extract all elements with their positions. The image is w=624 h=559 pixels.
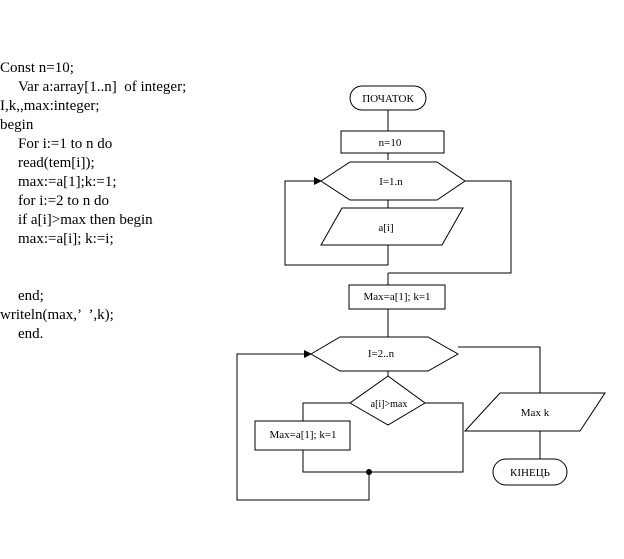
loop1-return-line bbox=[284, 177, 388, 266]
condition-no-line bbox=[369, 402, 464, 473]
junction-dot bbox=[366, 469, 372, 475]
loop1-exit-line bbox=[388, 180, 512, 274]
code-line-13: end; bbox=[18, 288, 44, 304]
code-line-3: I,k,,max:integer; bbox=[0, 98, 100, 114]
start-label: ПОЧАТОК bbox=[362, 93, 414, 105]
loop2-label: I=2..n bbox=[368, 348, 395, 360]
loop1-label: I=1.n bbox=[379, 176, 403, 188]
code-line-10: max:=a[i]; k:=i; bbox=[18, 231, 114, 247]
init-n-process bbox=[340, 130, 445, 154]
start-terminator bbox=[349, 85, 427, 111]
code-line-14: writeln(max,’ ’,k); bbox=[0, 307, 114, 323]
code-line-9: if a[i]>max then begin bbox=[18, 212, 153, 228]
code-line-15: end. bbox=[18, 326, 44, 342]
condition-label: a[i]>max bbox=[371, 399, 408, 410]
condition-diamond bbox=[349, 375, 426, 426]
code-line-4: begin bbox=[0, 117, 34, 133]
code-line-1: Const n=10; bbox=[0, 60, 74, 76]
end-label: КІНЕЦЬ bbox=[510, 467, 550, 479]
output-parallelogram bbox=[463, 392, 606, 432]
code-line-6: read(tem[i]); bbox=[18, 155, 95, 171]
input-label: a[i] bbox=[378, 222, 393, 234]
condition-yes-line bbox=[302, 402, 350, 421]
pascal-code: Const n=10; Var a:array[1..n] of integer… bbox=[0, 59, 215, 344]
code-line-7: max:=a[1];k:=1; bbox=[18, 174, 117, 190]
end-terminator bbox=[492, 458, 568, 486]
init-max-process bbox=[348, 284, 446, 310]
init-max-label: Max=a[1]; k=1 bbox=[363, 291, 430, 303]
assign-process bbox=[254, 420, 351, 451]
loop2-exit-line bbox=[458, 346, 541, 393]
code-line-8: for i:=2 to n do bbox=[18, 193, 109, 209]
loop1-hexagon bbox=[320, 161, 466, 201]
assign-to-join-line bbox=[302, 450, 369, 473]
output-label: Max k bbox=[521, 407, 550, 419]
code-line-2: Var a:array[1..n] of integer; bbox=[18, 79, 187, 95]
assign-label: Max=a[1]; k=1 bbox=[269, 429, 336, 441]
loop2-return-line bbox=[236, 350, 370, 501]
loop2-hexagon bbox=[310, 336, 460, 372]
input-parallelogram bbox=[320, 207, 464, 246]
init-n-label: n=10 bbox=[379, 137, 402, 149]
code-line-5: For i:=1 to n do bbox=[18, 136, 113, 152]
